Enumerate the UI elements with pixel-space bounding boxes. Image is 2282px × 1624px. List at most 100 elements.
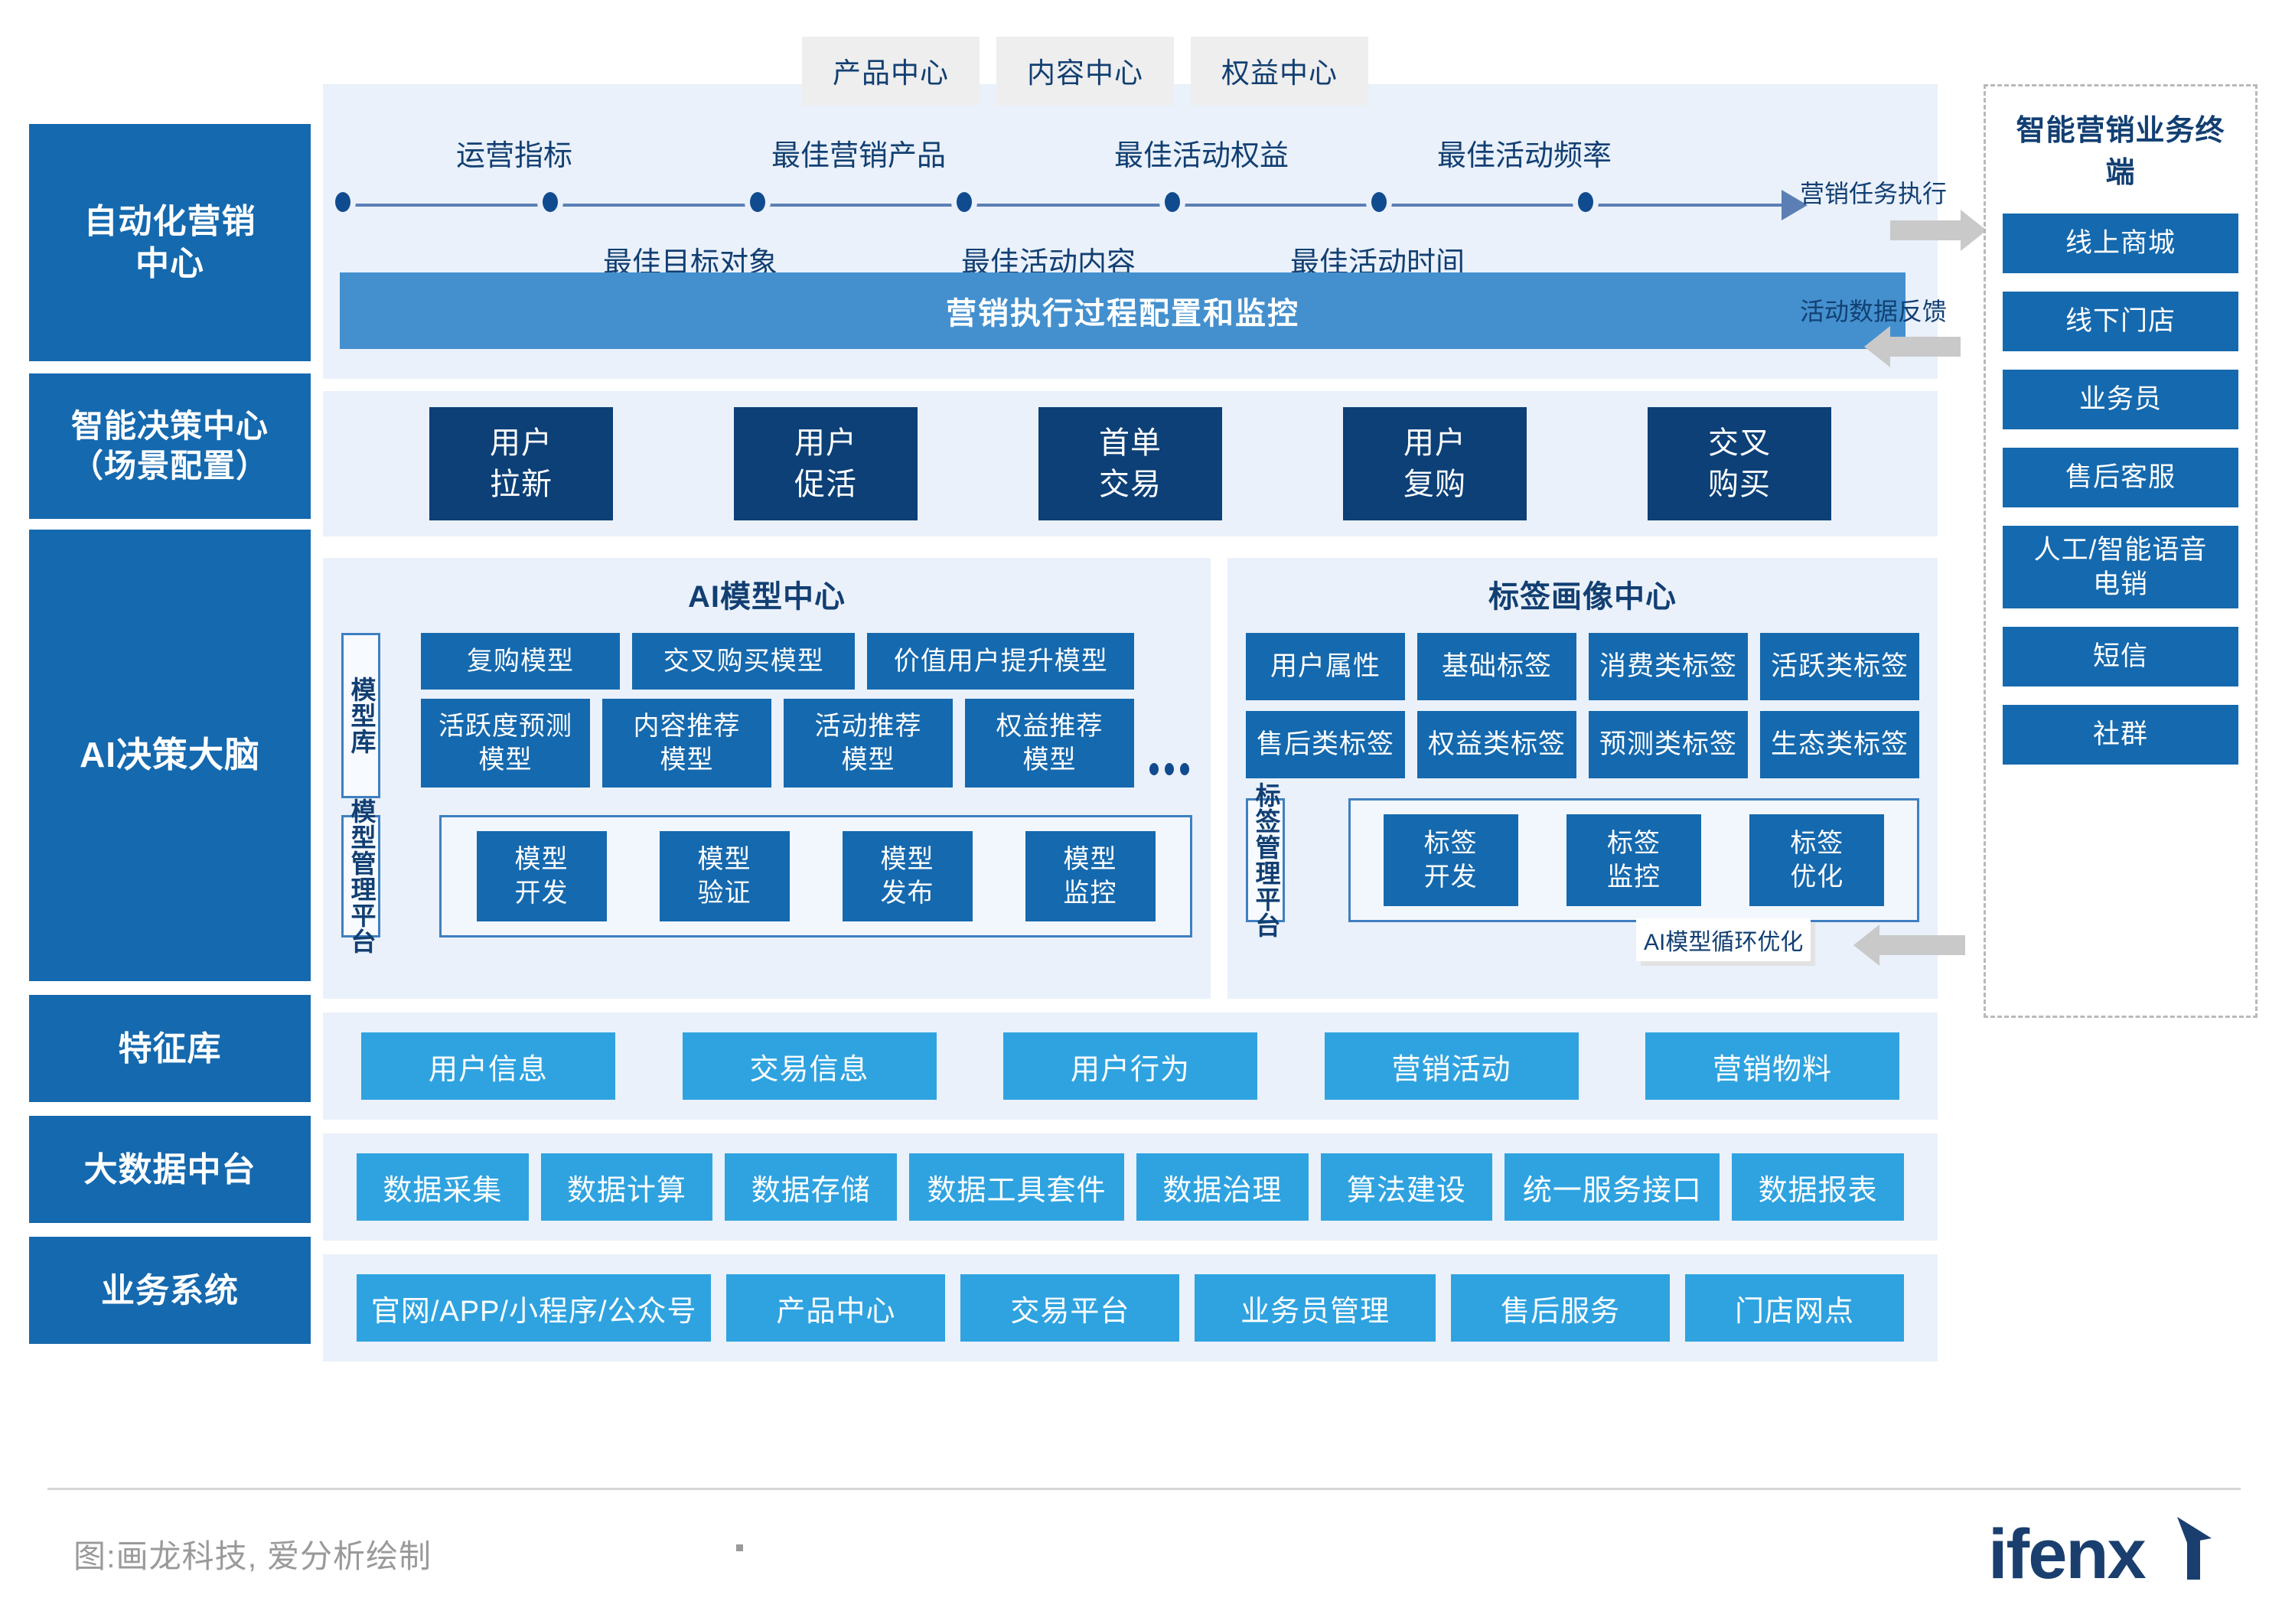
model-content-recommend-l2: 模型: [660, 745, 714, 774]
tag-box-activity[interactable]: 活跃类标签: [1760, 633, 1919, 700]
model-campaign-recommend-l2: 模型: [841, 745, 895, 774]
tag-mgmt-monitor[interactable]: 标签 监控: [1566, 814, 1701, 906]
bigdata-box-storage[interactable]: 数据存储: [725, 1153, 898, 1221]
scenario-box-first-order[interactable]: 首单 交易: [1038, 407, 1222, 520]
top-tab-content[interactable]: 内容中心: [996, 37, 1174, 106]
model-mgmt-publish-l1: 模型: [880, 844, 934, 874]
model-mgmt-develop[interactable]: 模型 开发: [476, 831, 607, 921]
model-box-repurchase[interactable]: 复购模型: [421, 633, 621, 690]
scenario-acquisition-l2: 拉新: [490, 468, 553, 501]
bigdata-box-reports[interactable]: 数据报表: [1732, 1153, 1904, 1221]
bizsys-box-aftersales[interactable]: 售后服务: [1450, 1274, 1670, 1342]
tag-box-consumption[interactable]: 消费类标签: [1589, 633, 1748, 700]
model-box-cross-buy[interactable]: 交叉购买模型: [632, 633, 856, 690]
model-box-value-uplift[interactable]: 价值用户提升模型: [867, 633, 1134, 690]
timeline-label-best-rights: 最佳活动权益: [1113, 140, 1289, 172]
bizsys-box-product-center[interactable]: 产品中心: [726, 1274, 946, 1342]
scenario-box-activation[interactable]: 用户 促活: [734, 407, 918, 520]
terminal-item-aftersales-service[interactable]: 售后客服: [2003, 448, 2238, 507]
feature-box-transaction-info[interactable]: 交易信息: [682, 1032, 937, 1100]
terminal-item-offline-store[interactable]: 线下门店: [2003, 292, 2238, 351]
timeline-label-kpi: 运营指标: [455, 140, 573, 172]
sidebar-item-automation[interactable]: 自动化营销 中心: [29, 124, 311, 361]
tag-mgmt-monitor-l1: 标签: [1606, 828, 1661, 858]
tag-box-aftersales[interactable]: 售后类标签: [1246, 711, 1405, 778]
bizsys-box-salesperson-mgmt[interactable]: 业务员管理: [1195, 1274, 1436, 1342]
scenario-acquisition-l1: 用户: [490, 426, 553, 460]
model-box-campaign-recommend[interactable]: 活动推荐 模型: [784, 699, 953, 788]
model-management-items: 模型 开发 模型 验证 模型 发布 模型 监控: [439, 815, 1192, 938]
terminal-item-community[interactable]: 社群: [2003, 705, 2238, 765]
footer-divider: [47, 1488, 2241, 1490]
model-row-2: 活跃度预测 模型 内容推荐 模型 活动推荐 模型: [421, 699, 1134, 788]
feature-box-marketing-campaign[interactable]: 营销活动: [1324, 1032, 1579, 1100]
bigdata-box-computation[interactable]: 数据计算: [540, 1153, 713, 1221]
tag-row-1: 用户属性 基础标签 消费类标签 活跃类标签: [1246, 633, 1919, 700]
scenario-box-acquisition[interactable]: 用户 拉新: [429, 407, 613, 520]
bigdata-box-algorithm[interactable]: 算法建设: [1320, 1153, 1493, 1221]
big-data-row: 数据采集 数据计算 数据存储 数据工具套件 数据治理 算法建设 统一服务接口 数…: [323, 1133, 1938, 1241]
sidebar-item-big-data[interactable]: 大数据中台: [29, 1116, 311, 1223]
tag-box-user-attribute[interactable]: 用户属性: [1246, 633, 1405, 700]
bizsys-box-trading-platform[interactable]: 交易平台: [960, 1274, 1180, 1342]
business-systems-row: 官网/APP/小程序/公众号 产品中心 交易平台 业务员管理 售后服务 门店网点: [323, 1254, 1938, 1361]
model-campaign-recommend-l1: 活动推荐: [814, 711, 922, 741]
scenario-box-repurchase[interactable]: 用户 复购: [1343, 407, 1527, 520]
tag-center-title: 标签画像中心: [1488, 580, 1677, 614]
model-mgmt-publish[interactable]: 模型 发布: [842, 831, 973, 921]
bizsys-box-store-network[interactable]: 门店网点: [1685, 1274, 1905, 1342]
feature-box-user-behavior[interactable]: 用户行为: [1003, 1032, 1257, 1100]
execution-monitor-bar[interactable]: 营销执行过程配置和监控: [340, 272, 1905, 349]
scenario-activation-l1: 用户: [794, 426, 857, 460]
model-box-rights-recommend[interactable]: 权益推荐 模型: [965, 699, 1134, 788]
tag-management-row: 标签管理平台 标签 开发 标签 监控 标签 优化: [1246, 782, 1919, 938]
feature-box-user-info[interactable]: 用户信息: [361, 1032, 615, 1100]
sidebar-item-decision[interactable]: 智能决策中心 （场景配置）: [29, 373, 311, 519]
sidebar-item-feature-store[interactable]: 特征库: [29, 995, 311, 1102]
bizsys-box-channels[interactable]: 官网/APP/小程序/公众号: [357, 1274, 712, 1342]
scenario-repurchase-l2: 复购: [1403, 468, 1466, 501]
terminal-voice-l1: 人工/智能语音: [2033, 534, 2208, 565]
tag-mgmt-optimize[interactable]: 标签 优化: [1749, 814, 1885, 906]
model-library-column: 模型库: [341, 633, 409, 798]
model-mgmt-validate-l1: 模型: [697, 844, 751, 874]
model-box-activity-prediction[interactable]: 活跃度预测 模型: [421, 699, 590, 788]
footer-credit: 图:画龙科技, 爱分析绘制: [73, 1538, 432, 1574]
bigdata-box-unified-api[interactable]: 统一服务接口: [1504, 1153, 1720, 1221]
scenario-box-cross-sell[interactable]: 交叉 购买: [1648, 407, 1831, 520]
tag-management-label-wrap: 标签管理平台: [1246, 782, 1335, 938]
sidebar-item-business-systems[interactable]: 业务系统: [29, 1237, 311, 1344]
loop-optimization-label: AI模型循环优化: [1636, 918, 1811, 961]
model-mgmt-monitor[interactable]: 模型 监控: [1025, 831, 1156, 921]
tag-box-ecology[interactable]: 生态类标签: [1760, 711, 1919, 778]
scenario-first-order-l2: 交易: [1099, 468, 1162, 501]
terminal-item-salesperson[interactable]: 业务员: [2003, 370, 2238, 429]
top-tab-product[interactable]: 产品中心: [802, 37, 980, 106]
terminal-item-voice-telemarketing[interactable]: 人工/智能语音 电销: [2003, 526, 2238, 608]
model-management-label-wrap: 模型管理平台: [341, 798, 425, 954]
terminal-item-online-mall[interactable]: 线上商城: [2003, 214, 2238, 273]
main-column: 运营指标 最佳营销产品 最佳活动权益 最佳活动频率 最佳目标对象 最佳活动内容 …: [323, 84, 1938, 1361]
tag-box-prediction[interactable]: 预测类标签: [1589, 711, 1748, 778]
model-mgmt-publish-l2: 发布: [880, 879, 934, 908]
sidebar-item-ai-brain[interactable]: AI决策大脑: [29, 530, 311, 981]
arrow-caption-data-feedback: 活动数据反馈: [1800, 298, 1948, 325]
sidebar-label-feature-store: 特征库: [118, 1029, 222, 1068]
bigdata-box-governance[interactable]: 数据治理: [1136, 1153, 1309, 1221]
bigdata-box-collection[interactable]: 数据采集: [357, 1153, 529, 1221]
ai-model-center-panel: AI模型中心 模型库 复购模型 交叉购买模型 价值用户提升模型 活跃: [323, 558, 1211, 999]
feature-box-marketing-material[interactable]: 营销物料: [1645, 1032, 1899, 1100]
tag-box-basic[interactable]: 基础标签: [1417, 633, 1576, 700]
terminal-item-sms[interactable]: 短信: [2003, 627, 2238, 686]
bigdata-box-toolkit[interactable]: 数据工具套件: [909, 1153, 1124, 1221]
top-tab-rights[interactable]: 权益中心: [1191, 37, 1368, 106]
model-mgmt-validate[interactable]: 模型 验证: [659, 831, 790, 921]
tag-box-rights[interactable]: 权益类标签: [1417, 711, 1576, 778]
timeline-dot-2: [537, 187, 563, 217]
model-mgmt-monitor-l2: 监控: [1063, 879, 1117, 908]
sidebar-label-ai-brain: AI决策大脑: [80, 735, 260, 775]
ifenxi-logo: ifenx: [1982, 1512, 2235, 1596]
model-box-content-recommend[interactable]: 内容推荐 模型: [602, 699, 771, 788]
tag-mgmt-monitor-l2: 监控: [1606, 863, 1661, 892]
tag-mgmt-develop[interactable]: 标签 开发: [1383, 814, 1518, 906]
